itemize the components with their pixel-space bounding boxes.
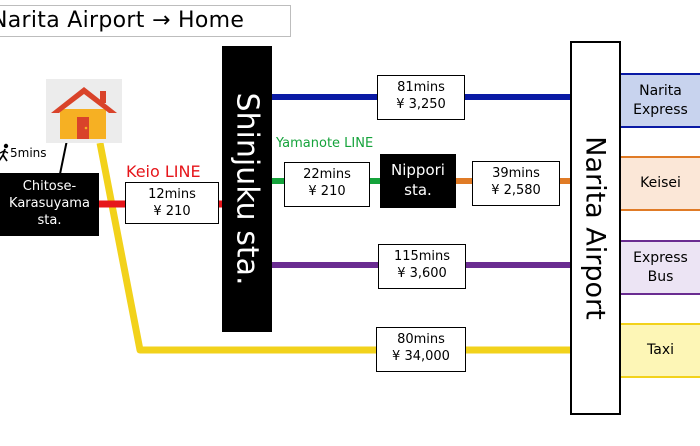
bus-route-line-2: Bus	[647, 268, 674, 285]
bus-time: 115mins	[393, 249, 451, 264]
nippori-line-2: sta.	[404, 181, 432, 199]
taxi-fare-box: 80mins ¥ 34,000	[376, 327, 466, 372]
keisei-fare-box: 39mins ¥ 2,580	[472, 161, 560, 206]
narita-airport-label: Narita Airport	[579, 136, 611, 320]
shinjuku-station: Shinjuku sta.	[222, 46, 272, 332]
nex-route-line-2: Express	[633, 101, 688, 118]
taxi-fare: ¥ 34,000	[392, 349, 450, 364]
taxi-time: 80mins	[397, 332, 445, 347]
walk-time: 5mins	[10, 146, 47, 160]
nex-fare-box: 81mins ¥ 3,250	[377, 75, 465, 120]
shinjuku-label: Shinjuku sta.	[229, 92, 265, 286]
house-station-connector	[59, 139, 68, 175]
yamanote-time: 22mins	[303, 167, 351, 182]
keio-fare-box: 12mins ¥ 210	[125, 182, 219, 224]
nippori-line-1: Nippori	[391, 161, 445, 179]
taxi-route-label: Taxi	[647, 342, 674, 358]
nippori-station: Nippori sta.	[380, 154, 456, 208]
keio-fare: ¥ 210	[153, 204, 191, 219]
station-line-1: Chitose-	[22, 179, 77, 194]
station-line-2: Karasuyama	[9, 196, 90, 211]
walking-person-icon	[0, 143, 9, 162]
nex-fare: ¥ 3,250	[396, 97, 446, 112]
bus-fare: ¥ 3,600	[397, 266, 447, 281]
narita-airport-box: Narita Airport	[570, 41, 621, 415]
title-box: Narita Airport → Home	[0, 5, 291, 37]
route-keisei: Keisei	[621, 156, 700, 211]
yamanote-fare-box: 22mins ¥ 210	[284, 162, 370, 207]
keisei-route-label: Keisei	[640, 175, 681, 191]
keisei-fare: ¥ 2,580	[491, 183, 541, 198]
yamanote-fare: ¥ 210	[308, 184, 346, 199]
keio-time: 12mins	[148, 187, 196, 202]
bus-fare-box: 115mins ¥ 3,600	[378, 244, 466, 289]
nex-route-line-1: Narita	[639, 82, 682, 99]
house-icon	[46, 79, 122, 143]
keio-line-label: Keio LINE	[126, 162, 201, 181]
chitose-karasuyama-station: Chitose- Karasuyama sta.	[0, 173, 99, 236]
keisei-time: 39mins	[492, 166, 540, 181]
bus-route-line-1: Express	[633, 249, 688, 266]
yamanote-line-label: Yamanote LINE	[276, 136, 374, 151]
route-taxi: Taxi	[621, 323, 700, 378]
nex-time: 81mins	[397, 80, 445, 95]
station-line-3: sta.	[37, 213, 62, 228]
page-title: Narita Airport → Home	[0, 8, 245, 33]
